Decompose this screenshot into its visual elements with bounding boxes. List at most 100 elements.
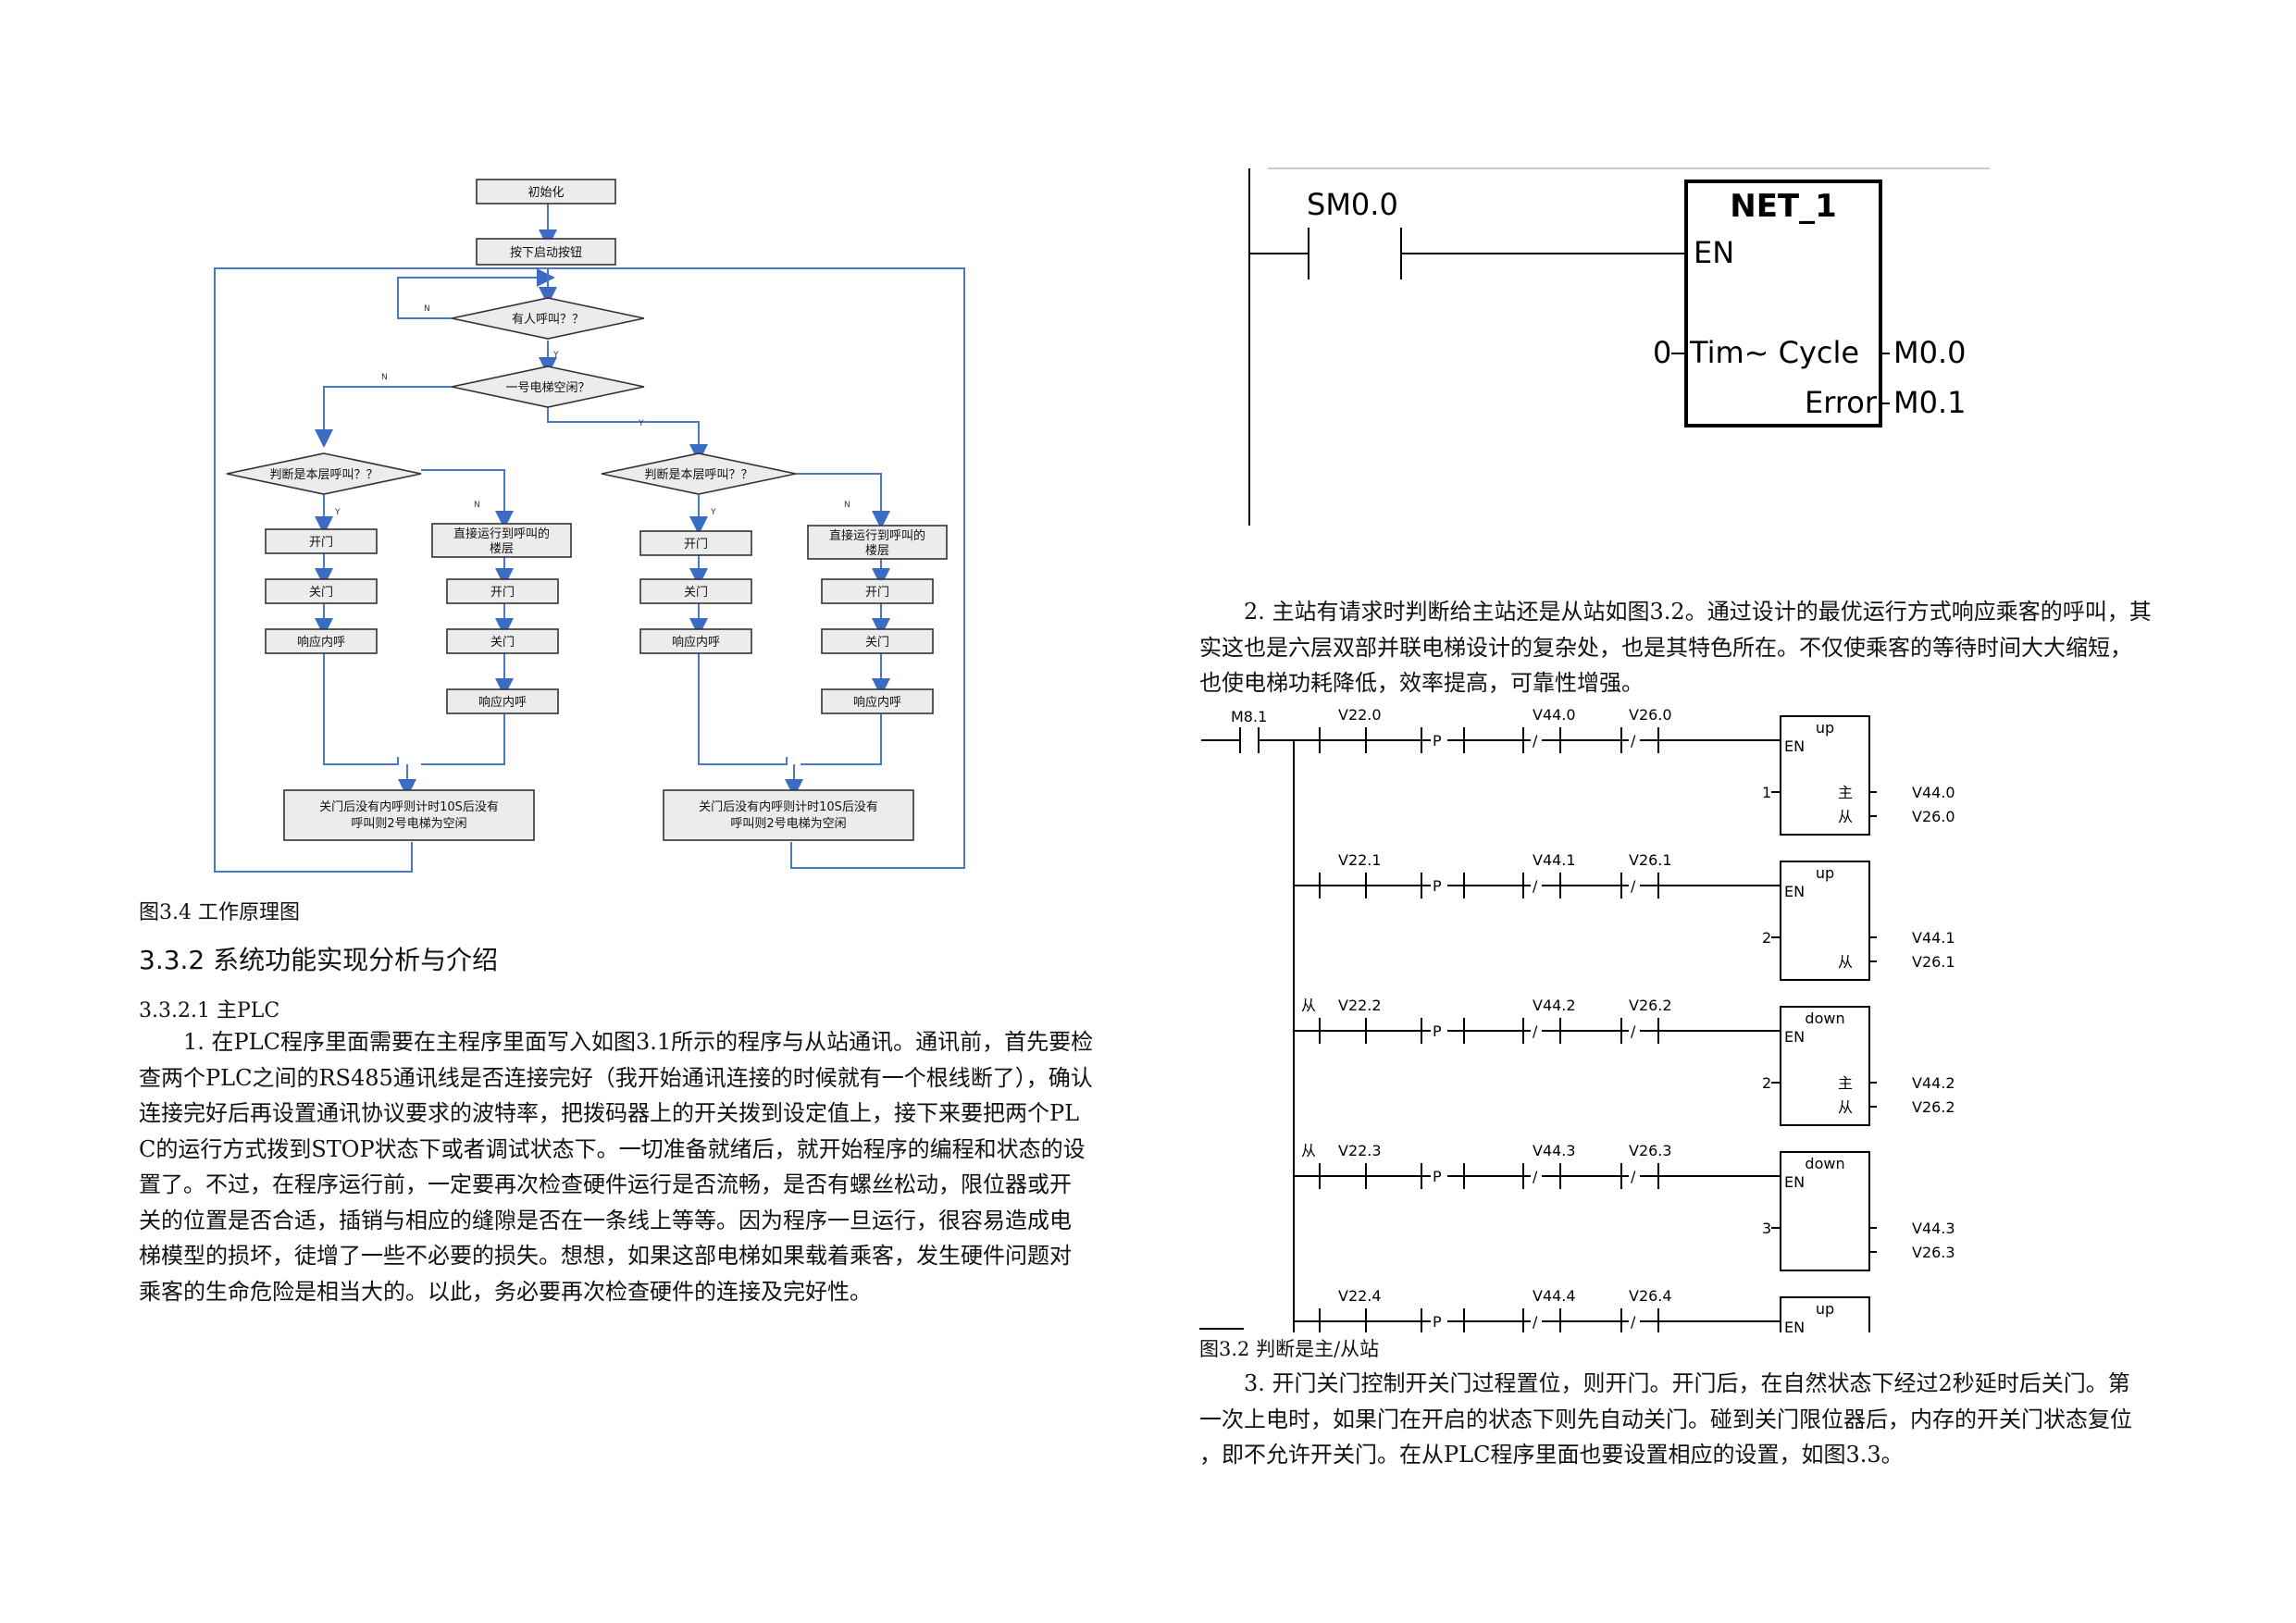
fc-right-close-box	[639, 578, 752, 604]
fc-right-open-box	[639, 530, 752, 556]
fc-left-open-text: 开门	[309, 536, 333, 550]
contact-label: V44.0	[1533, 706, 1576, 724]
rung-prefix: 从	[1301, 997, 1316, 1014]
contact-label: V26.4	[1629, 1287, 1672, 1305]
nc-slash: /	[1631, 1022, 1636, 1040]
block-title: down	[1805, 1010, 1844, 1027]
net1-block	[1684, 180, 1882, 427]
fc-left-close2-box	[446, 628, 559, 654]
block-title: up	[1816, 719, 1834, 737]
fc-right-respond-box	[639, 628, 752, 654]
p-edge-label: P	[1433, 732, 1442, 750]
fc-mark-n4: N	[844, 501, 850, 510]
fc-right-open2-text: 开门	[865, 586, 889, 600]
para1-line: 梯模型的损坏，徒增了一些不必要的损失。想想，如果这部电梯如果载着乘客，发生硬件问…	[139, 1243, 1072, 1269]
output-label: V44.1	[1912, 929, 1955, 947]
fc-left-final-box	[283, 789, 535, 841]
block-en: EN	[1784, 737, 1805, 755]
fc-right-respond-text: 响应内呼	[672, 635, 720, 650]
contact-label: V26.0	[1629, 706, 1672, 724]
output-label: V26.3	[1912, 1244, 1955, 1261]
section-heading: 3.3.2 系统功能实现分析与介绍	[139, 945, 499, 975]
contact-label: V22.1	[1338, 851, 1382, 869]
block-input-num: 2	[1762, 929, 1771, 947]
nc-slash: /	[1631, 1313, 1636, 1331]
fc-mark-n3: N	[474, 501, 480, 510]
p-edge-label: P	[1433, 877, 1442, 895]
para1-line: 1. 在PLC程序里面需要在主程序里面写入如图3.1所示的程序与从站通讯。通讯前…	[183, 1029, 1094, 1055]
fc-left-open2-box	[446, 578, 559, 604]
fc-left-direct-text2: 楼层	[490, 542, 514, 556]
fc-mark-y4: Y	[710, 508, 716, 517]
para1: 1. 在PLC程序里面需要在主程序里面写入如图3.1所示的程序与从站通讯。通讯前…	[139, 1024, 1129, 1309]
contact-label: V26.3	[1629, 1142, 1672, 1159]
fc-judge-left-text: 判断是本层呼叫？？	[269, 468, 378, 482]
p-edge-label: P	[1433, 1168, 1442, 1185]
para1-line: 乘客的生命危险是相当大的。以此，务必要再次检查硬件的连接及完好性。	[139, 1278, 872, 1305]
contact-label: V22.3	[1338, 1142, 1382, 1159]
fc-anyone-text: 有人呼叫？？	[512, 313, 584, 327]
fc-press-box	[476, 238, 616, 266]
contact-label: V44.1	[1533, 851, 1576, 869]
para2-line: 实这也是六层双部并联电梯设计的复杂处，也是其特色所在。不仅使乘客的等待时间大大缩…	[1199, 634, 2132, 661]
nc-slash: /	[1533, 732, 1538, 750]
contact-label: V44.4	[1533, 1287, 1576, 1305]
para3-line: ，即不允许开关门。在从PLC程序里面也要设置相应的设置，如图3.3。	[1199, 1442, 1904, 1468]
fig32-caption: 图3.2 判断是主/从站	[1199, 1338, 1380, 1360]
p-edge-label: P	[1433, 1313, 1442, 1331]
block-input-num: 2	[1762, 1074, 1771, 1092]
para1-line: C的运行方式拨到STOP状态下或者调试状态下。一切准备就绪后，就开始程序的编程和…	[139, 1135, 1086, 1162]
p-edge-label: P	[1433, 1022, 1442, 1040]
fc-right-final-text2: 呼叫则2号电梯为空闲	[730, 817, 846, 831]
fc-right-direct-box	[807, 525, 948, 560]
nc-slash: /	[1631, 1168, 1636, 1185]
fc-right-respond2-text: 响应内呼	[853, 695, 901, 710]
block-mid-label: 主	[1838, 784, 1853, 801]
function-block	[1780, 1006, 1870, 1126]
block-input-num: 3	[1762, 1220, 1771, 1237]
fc-left-close-text: 关门	[309, 586, 333, 600]
block-mid-label: 从	[1838, 953, 1853, 971]
block-input-num: 1	[1762, 784, 1771, 801]
block-en: EN	[1784, 1319, 1805, 1332]
block-mid-label: 从	[1838, 1098, 1853, 1116]
fc-right-final-text1: 关门后没有内呼则计时10S后没有	[699, 799, 878, 814]
function-block	[1780, 1296, 1870, 1332]
fc-left-direct-box	[431, 523, 572, 558]
fc-right-direct-text1: 直接运行到呼叫的	[829, 528, 925, 543]
contact-label: V22.2	[1338, 997, 1382, 1014]
ladder-power-contact: M8.1	[1231, 708, 1267, 725]
net1-param-label: Tim~ Cycle	[1689, 335, 1859, 370]
fc-idle-diamond	[451, 365, 645, 408]
fc-mark-y1: Y	[552, 351, 559, 360]
output-label: V44.2	[1912, 1074, 1955, 1092]
function-block	[1780, 1151, 1870, 1271]
nc-slash: /	[1533, 877, 1538, 895]
block-en: EN	[1784, 1173, 1805, 1191]
fc-idle-text: 一号电梯空闲？	[505, 381, 590, 395]
fc-right-open2-box	[821, 578, 934, 604]
net-block-diagram: SM0.0 NET_1 EN 0 Tim~ Cycle Error M0.0 M…	[1248, 167, 1990, 526]
net-contact-label: SM0.0	[1307, 187, 1398, 222]
contact-label: V44.3	[1533, 1142, 1576, 1159]
block-title: down	[1805, 1155, 1844, 1172]
output-label: V26.0	[1912, 808, 1955, 825]
para2-line: 也使电梯功耗降低，效率提高，可靠性增强。	[1199, 670, 1644, 696]
fc-right-close-text: 关门	[684, 586, 708, 600]
net1-out-cycle: M0.0	[1893, 335, 1967, 370]
contact-label: V26.1	[1629, 851, 1672, 869]
fc-start-text: 初始化	[527, 186, 564, 200]
net1-out-error: M0.1	[1893, 385, 1967, 420]
nc-slash: /	[1533, 1168, 1538, 1185]
fc-left-final-text2: 呼叫则2号电梯为空闲	[351, 817, 466, 831]
para1-line: 置了。不过，在程序运行前，一定要再次检查硬件运行是否流畅，是否有螺丝松动，限位器…	[139, 1171, 1072, 1197]
fc-judge-right-text: 判断是本层呼叫？？	[644, 468, 752, 482]
block-title: up	[1816, 864, 1834, 882]
nc-slash: /	[1631, 732, 1636, 750]
contact-label: V22.0	[1338, 706, 1382, 724]
fc-left-respond-text: 响应内呼	[297, 635, 345, 650]
fc-mark-y2: Y	[638, 419, 644, 428]
contact-label: V22.4	[1338, 1287, 1382, 1305]
flowchart: 初始化 按下启动按钮 有人呼叫？？ N Y 一号电梯空闲？ N Y 判断是本层呼…	[214, 179, 965, 873]
